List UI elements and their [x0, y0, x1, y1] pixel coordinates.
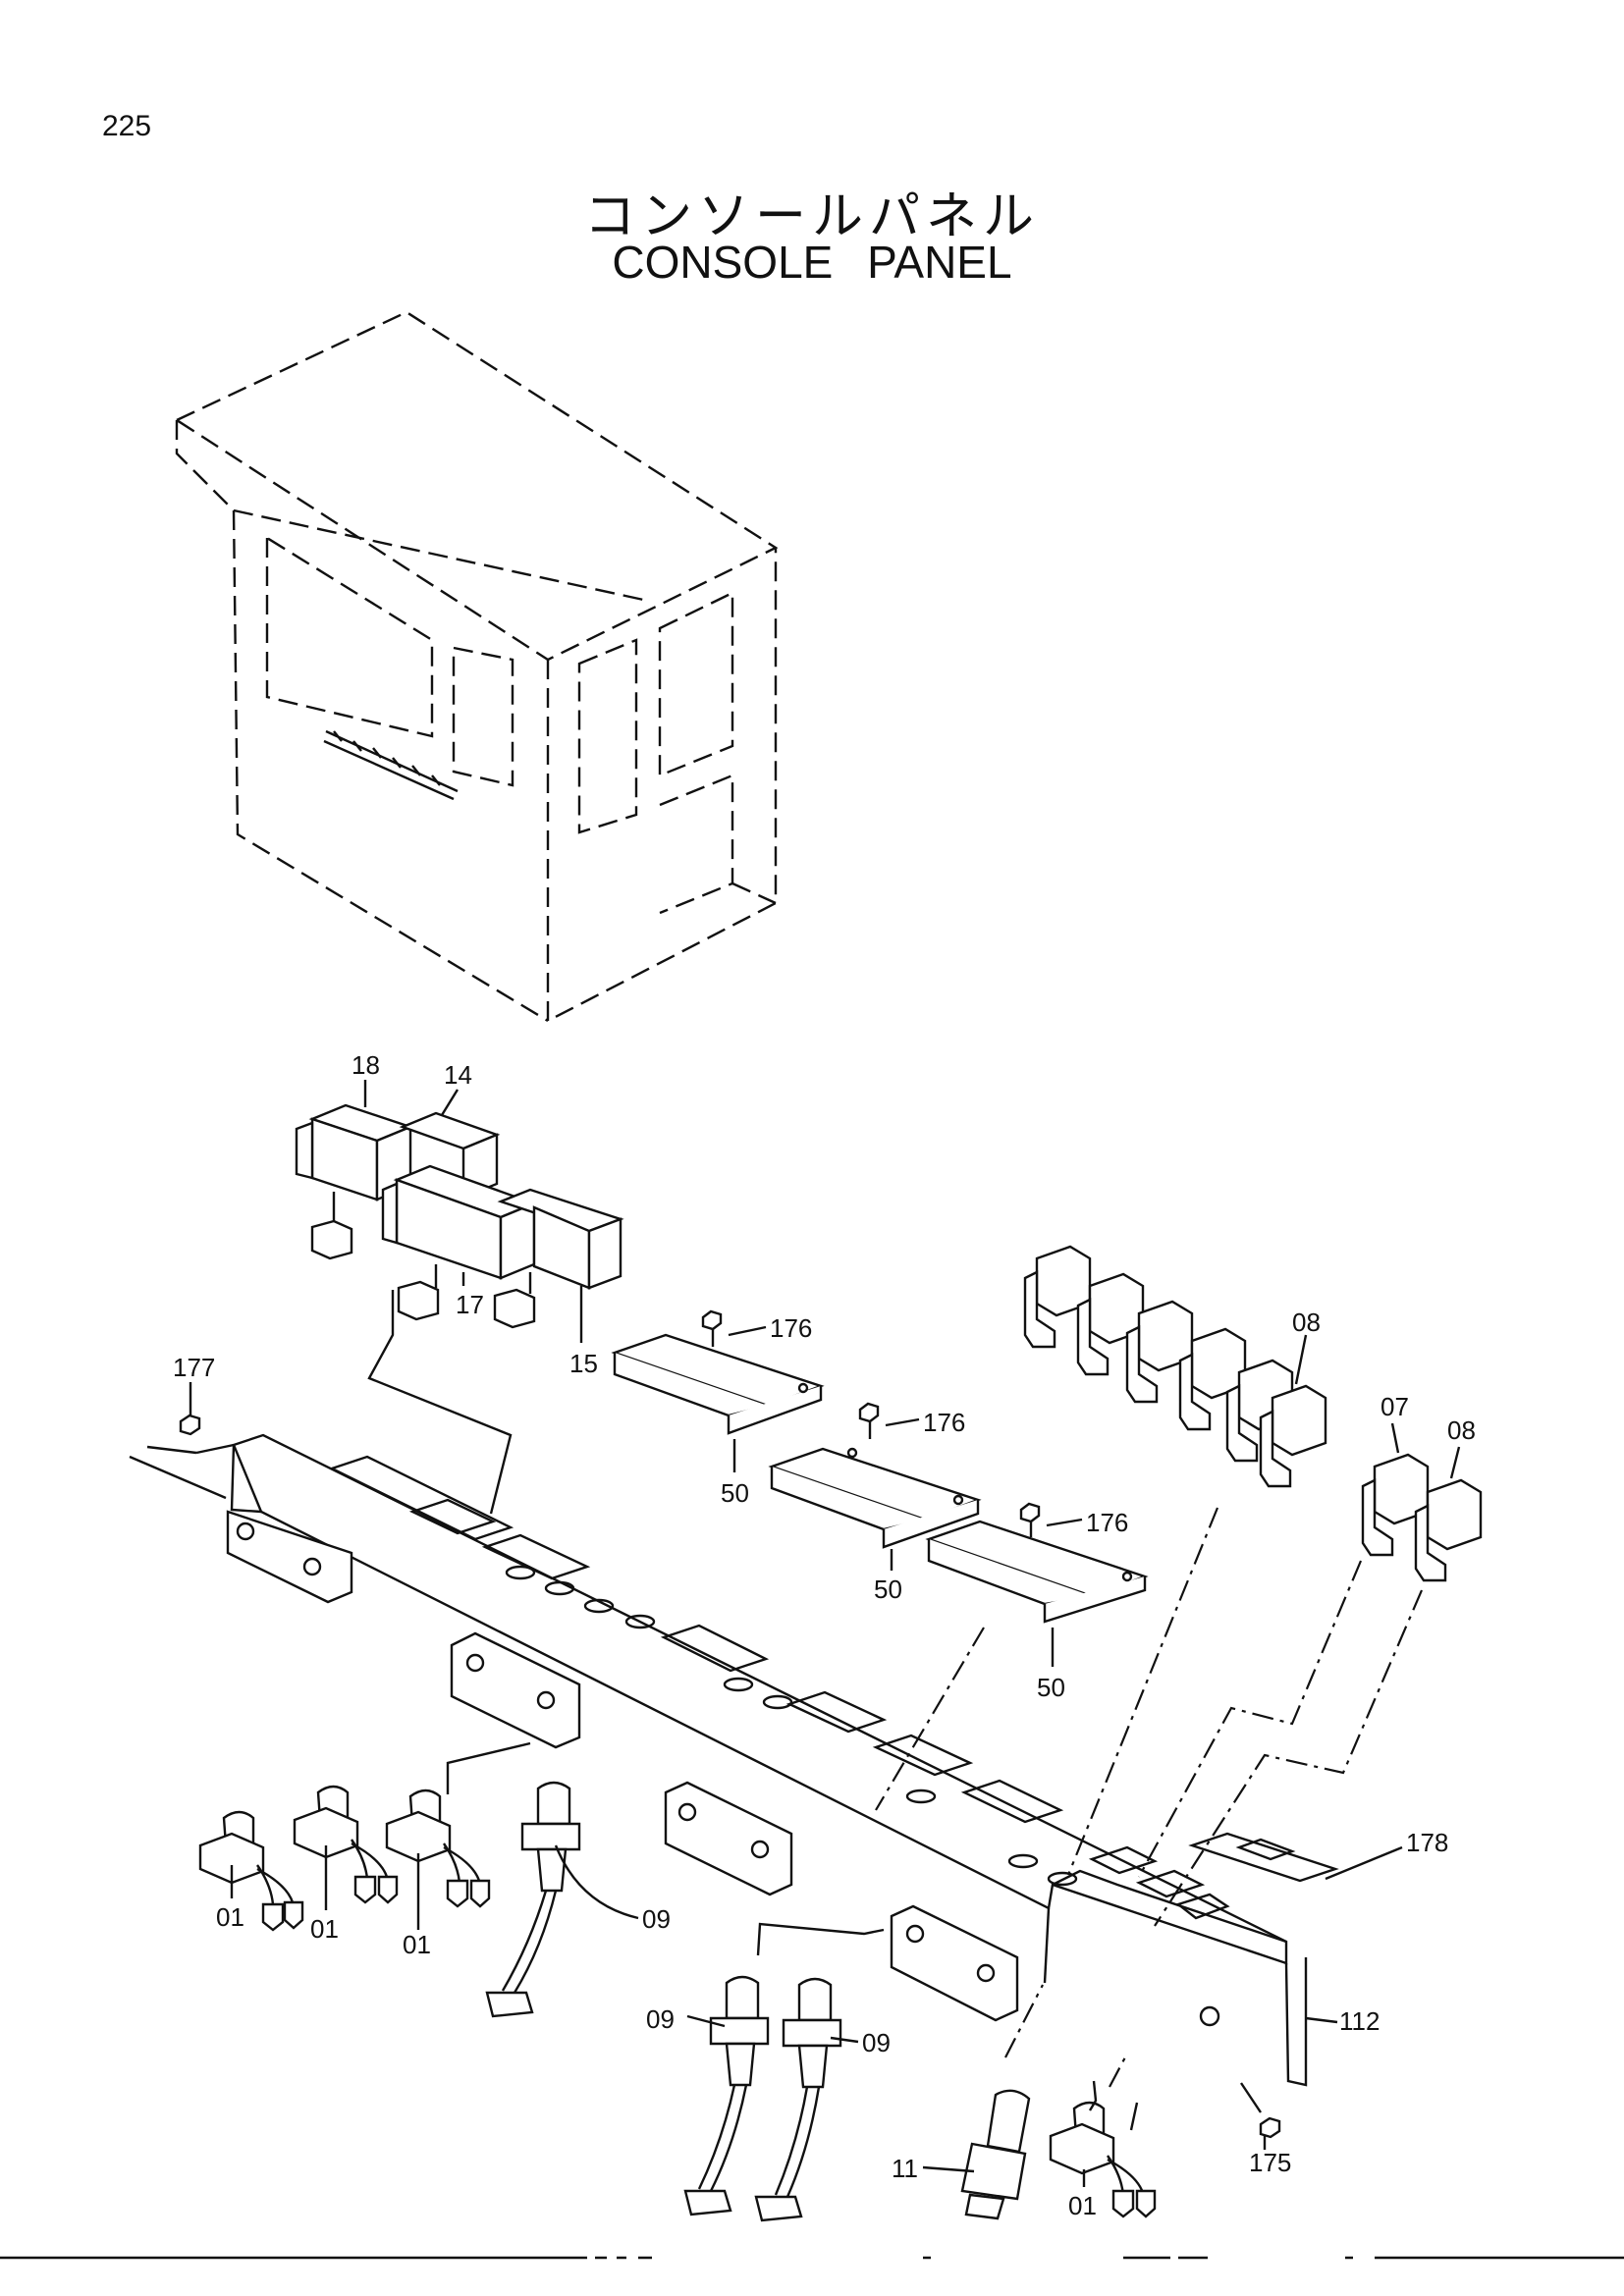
- console-panel-112: [195, 1433, 1308, 2087]
- page-title-japanese: コンソールパネル: [583, 187, 1040, 246]
- callout-09-c: 09: [862, 2028, 891, 2057]
- screw-176-c: [1019, 1502, 1041, 1537]
- callout-177: 177: [173, 1353, 215, 1382]
- callout-01-a: 01: [216, 1902, 244, 1932]
- callout-176-a: 176: [770, 1313, 812, 1343]
- callout-50-a: 50: [721, 1478, 749, 1508]
- rocker-switch-row: [1023, 1245, 1327, 1488]
- switch-09-a: [485, 1781, 581, 2018]
- rocker-switch-08-right: [1414, 1478, 1483, 1582]
- page-title-english: CONSOLE PANEL: [612, 237, 1012, 288]
- switch-09-c: [754, 1977, 842, 2222]
- switch-01-d: [1049, 2101, 1157, 2218]
- callout-14: 14: [444, 1060, 472, 1090]
- callout-178: 178: [1406, 1828, 1448, 1857]
- callout-18: 18: [352, 1050, 380, 1080]
- callout-176-c: 176: [1086, 1508, 1128, 1537]
- switch-09-b: [683, 1975, 770, 2216]
- cover-plate-50-middle: [768, 1447, 982, 1549]
- callout-08-b: 08: [1447, 1415, 1476, 1445]
- switch-01-c: [385, 1789, 491, 1908]
- gauge-14: [399, 1111, 501, 1200]
- callout-50-b: 50: [874, 1575, 902, 1604]
- callout-09-b: 09: [646, 2004, 675, 2034]
- switch-01-a: [198, 1810, 304, 1932]
- screw-176-b: [858, 1402, 880, 1439]
- callout-17: 17: [456, 1290, 484, 1319]
- gauge-15: [493, 1188, 624, 1329]
- gauge-18: [295, 1103, 414, 1260]
- callout-175: 175: [1249, 2148, 1291, 2177]
- callout-15: 15: [569, 1349, 598, 1378]
- callout-50-c: 50: [1037, 1673, 1065, 1702]
- callout-07: 07: [1380, 1392, 1409, 1421]
- cover-plate-50-right: [925, 1520, 1149, 1624]
- callout-01-b: 01: [310, 1914, 339, 1944]
- callout-11: 11: [892, 2154, 918, 2183]
- switch-01-b: [293, 1785, 399, 1904]
- screw-177: [179, 1392, 201, 1436]
- callout-09-a: 09: [642, 1904, 671, 1934]
- callout-112: 112: [1339, 2006, 1380, 2036]
- callout-01-d: 01: [1068, 2191, 1097, 2220]
- screw-175: [1259, 2116, 1281, 2139]
- rocker-switch-07: [1361, 1453, 1430, 1557]
- callout-08-a: 08: [1292, 1308, 1321, 1337]
- cover-plate-50-left: [611, 1333, 825, 1435]
- leader-lines: [129, 1080, 1461, 2187]
- callout-01-c: 01: [403, 1930, 431, 1959]
- switch-11: [960, 2089, 1031, 2220]
- decal-178: [1188, 1832, 1339, 1883]
- callout-176-b: 176: [923, 1408, 965, 1437]
- screw-176-a: [701, 1309, 723, 1347]
- page-number: 225: [102, 110, 152, 142]
- cab-outline: [174, 310, 779, 1023]
